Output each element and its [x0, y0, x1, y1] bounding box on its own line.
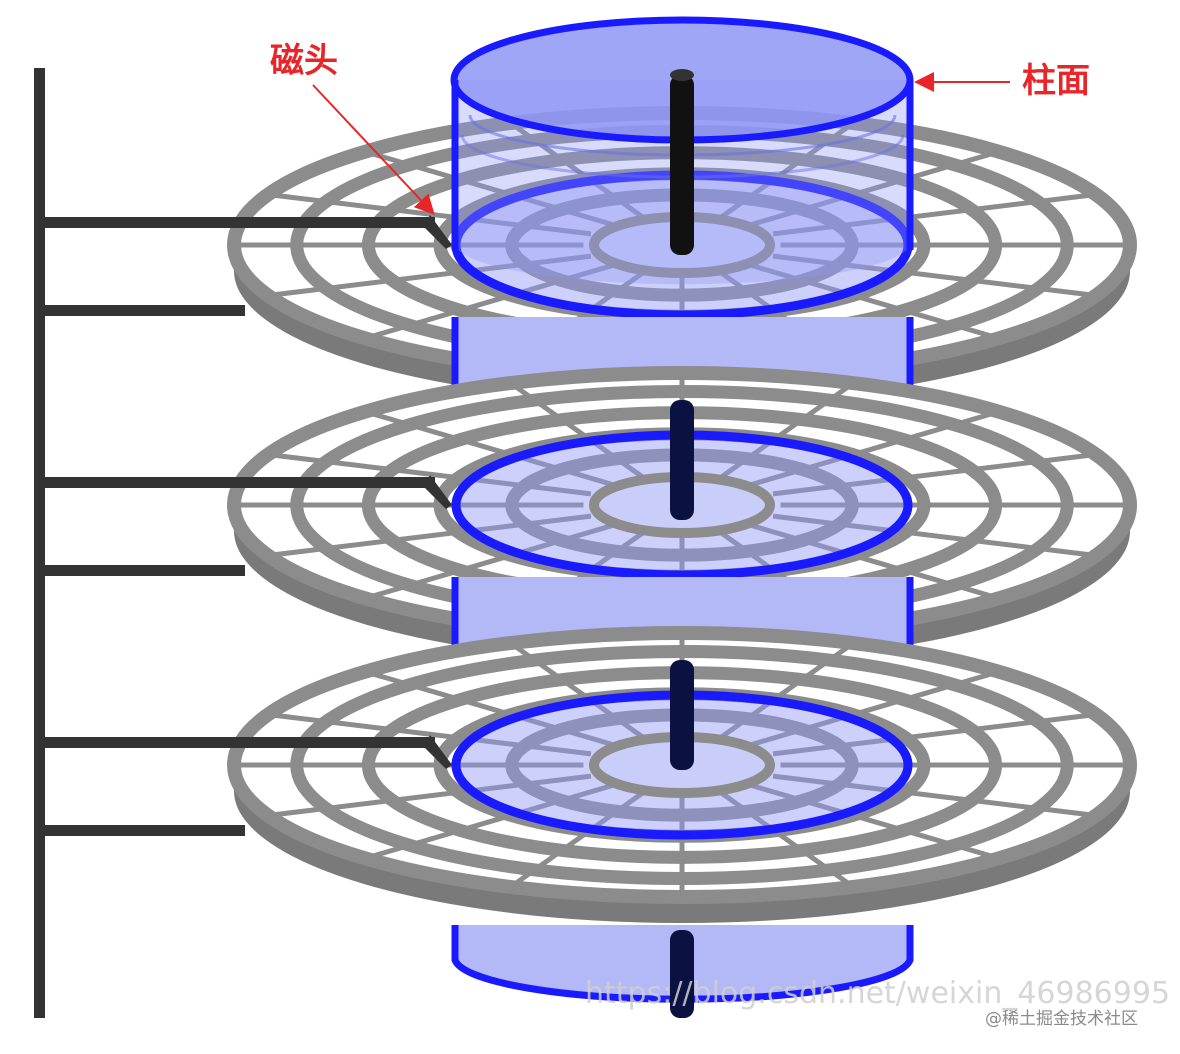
head-arm-upper	[45, 217, 435, 228]
actuator-arm	[34, 68, 452, 1018]
sector-spoke	[718, 382, 854, 481]
sector-spoke	[367, 670, 614, 747]
head-arm-upper	[45, 477, 435, 488]
sector-spoke	[750, 410, 997, 487]
sector-spoke	[772, 253, 1093, 298]
head-arm-upper	[45, 737, 435, 748]
spindle	[670, 69, 694, 1018]
sector-spoke	[271, 773, 592, 818]
sector-spoke	[750, 263, 997, 340]
head-arrow	[312, 84, 435, 215]
sector-spoke	[510, 642, 646, 741]
annotation-arrows	[312, 72, 1010, 215]
sector-spoke	[367, 150, 614, 227]
sector-spoke	[367, 410, 614, 487]
sector-spoke	[772, 192, 1093, 237]
sector-spoke	[367, 523, 614, 600]
sector-spoke	[271, 712, 592, 757]
sector-spoke	[750, 783, 997, 860]
head-arm-lower	[45, 565, 245, 576]
head-arm-lower	[45, 825, 245, 836]
read-write-head	[424, 735, 452, 769]
cylinder-label: 柱面	[1022, 61, 1090, 101]
sector-spoke	[367, 783, 614, 860]
sector-spoke	[772, 712, 1093, 757]
sector-spoke	[271, 452, 592, 497]
sector-spoke	[718, 642, 854, 741]
sector-spoke	[772, 513, 1093, 558]
head-arm-lower	[45, 305, 245, 316]
sector-spoke	[750, 150, 997, 227]
sector-spoke	[772, 773, 1093, 818]
sector-spoke	[510, 382, 646, 481]
actuator-post	[34, 68, 45, 1018]
sector-spoke	[271, 253, 592, 298]
head-label: 磁头	[270, 41, 338, 81]
read-write-head	[424, 215, 452, 249]
sector-spoke	[271, 513, 592, 558]
sector-spoke	[510, 789, 646, 888]
sector-spoke	[750, 523, 997, 600]
watermark-brand: @稀土掘金技术社区	[985, 1009, 1138, 1029]
sector-spoke	[718, 789, 854, 888]
sector-spoke	[772, 452, 1093, 497]
sector-spoke	[750, 670, 997, 747]
read-write-head	[424, 475, 452, 509]
sector-spoke	[367, 263, 614, 340]
arms-layer	[45, 215, 452, 836]
watermark-url: https://blog.csdn.net/weixin_46986995	[585, 976, 1170, 1011]
